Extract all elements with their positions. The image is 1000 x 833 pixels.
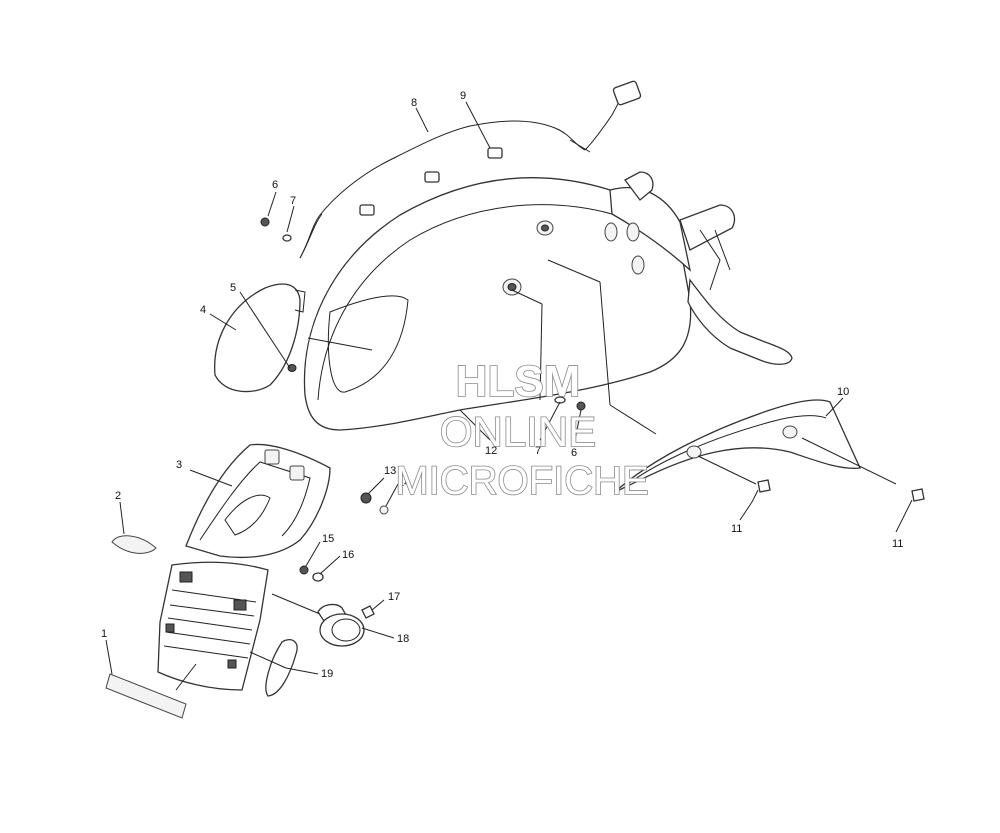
callout-11a: 11 xyxy=(731,523,742,535)
callout-14: 14 xyxy=(398,477,410,489)
callout-8: 8 xyxy=(411,97,417,109)
callout-11b: 11 xyxy=(892,538,903,550)
license-bracket xyxy=(185,443,331,559)
callout-17: 17 xyxy=(388,591,400,603)
callout-12: 12 xyxy=(485,445,497,457)
callout-2: 2 xyxy=(115,490,121,502)
marker-lens xyxy=(265,639,298,697)
leader-lines xyxy=(105,101,907,691)
rear-fender xyxy=(303,171,793,431)
turn-signal xyxy=(317,603,365,647)
watermark-line1: HLSM xyxy=(456,357,581,406)
wiring-harness xyxy=(299,80,642,259)
watermark-line3: MICROFICHE xyxy=(395,459,648,503)
callout-10: 10 xyxy=(837,386,849,398)
watermark-line2: ONLINE xyxy=(440,408,596,455)
callout-15: 15 xyxy=(322,533,334,545)
callout-7: 7 xyxy=(290,195,296,207)
callout-9: 9 xyxy=(460,90,466,102)
callout-5: 5 xyxy=(230,282,236,294)
side-marker xyxy=(111,535,157,554)
callout-4: 4 xyxy=(200,304,206,316)
callout-6: 6 xyxy=(272,179,278,191)
callout-19: 19 xyxy=(321,668,333,680)
fender-strut xyxy=(614,399,861,493)
reflector-strip xyxy=(105,673,187,719)
callout-1: 1 xyxy=(101,628,107,640)
callout-6b: 6 xyxy=(571,447,577,459)
screw-and-washer-top xyxy=(260,217,292,242)
callout-3: 3 xyxy=(176,459,182,471)
license-plate-mount xyxy=(157,561,269,691)
callout-18: 18 xyxy=(397,633,409,645)
callout-labels: 1 2 3 4 5 6 7 8 9 10 11 11 12 7 6 13 14 … xyxy=(101,90,903,680)
bolts xyxy=(751,479,925,513)
callout-13: 13 xyxy=(384,465,396,477)
watermark: HLSM ONLINE MICROFICHE xyxy=(395,356,650,504)
side-cover xyxy=(214,283,306,393)
callout-16: 16 xyxy=(342,549,354,561)
callout-7b: 7 xyxy=(535,445,541,457)
